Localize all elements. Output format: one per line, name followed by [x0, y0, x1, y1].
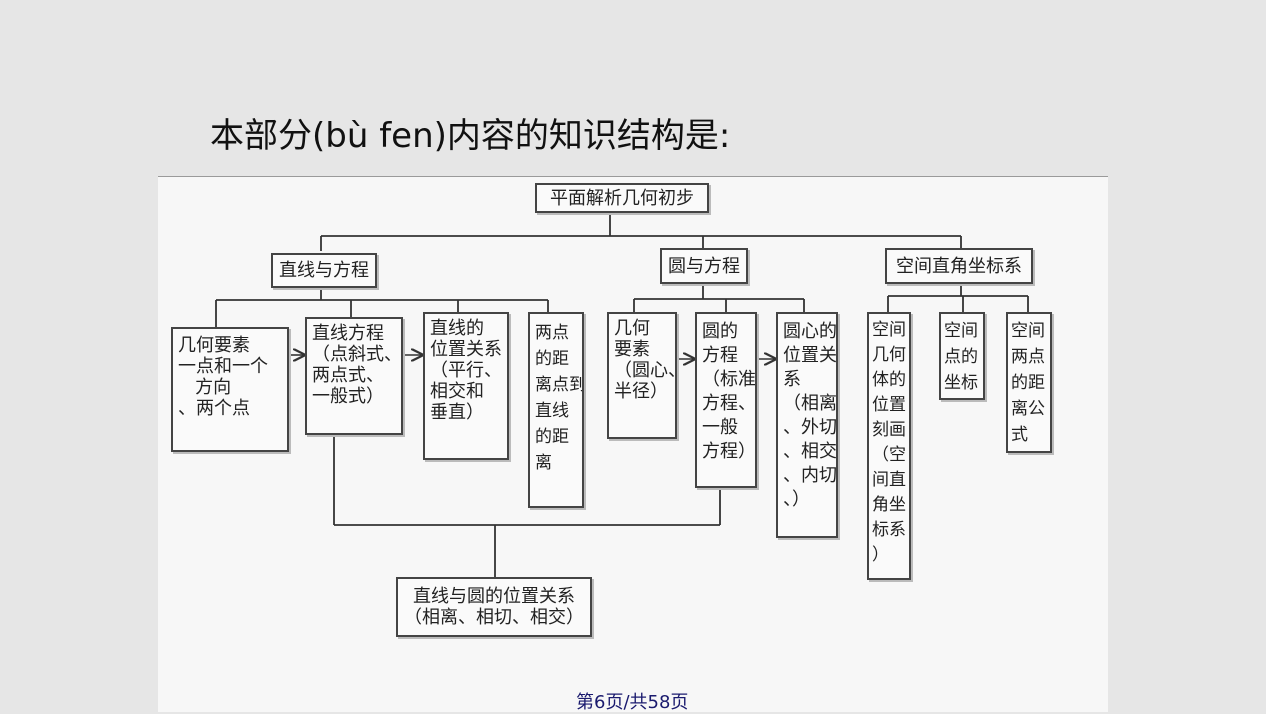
line-elements-node: 几何要素 一点和一个 方向 、两个点 — [171, 327, 289, 452]
line-circle-relation-node: 直线与圆的位置关系 （相离、相切、相交） — [396, 577, 592, 637]
slide-title: 本部分(bù fen)内容的知识结构是: — [210, 116, 731, 156]
knowledge-structure-diagram: 平面解析几何初步 直线与方程 圆与方程 空间直角坐标系 几何要素 一点和一个 方… — [158, 176, 1108, 712]
circle-position-node: 圆心的 位置关 系 （相离 、外切 、相交 、内切 、） — [776, 312, 838, 538]
line-position-node: 直线的 位置关系 （平行、 相交和 垂直） — [423, 312, 509, 460]
root-node: 平面解析几何初步 — [535, 183, 709, 213]
circle-elements-node: 几何 要素 （圆心、 半径） — [607, 312, 677, 439]
space-distance-node: 空间 两点 的距 离公 式 — [1006, 312, 1052, 453]
branch-space-node: 空间直角坐标系 — [885, 248, 1033, 284]
space-point-node: 空间 点的 坐标 — [939, 312, 985, 400]
line-distance-node: 两点 的距 离点到 直线 的距 离 — [528, 312, 584, 508]
line-equation-node: 直线方程 （点斜式、 两点式、 一般式） — [305, 317, 403, 435]
branch-line-node: 直线与方程 — [271, 253, 377, 288]
space-figure-node: 空间 几何 体的 位置 刻画 （空 间直 角坐 标系 ） — [867, 312, 911, 580]
circle-equation-node: 圆的 方程 （标准 方程、 一般 方程） — [695, 312, 757, 488]
branch-circle-node: 圆与方程 — [660, 248, 748, 284]
connector-lines — [215, 211, 1029, 577]
page-number: 第6页/共58页 — [576, 692, 689, 713]
